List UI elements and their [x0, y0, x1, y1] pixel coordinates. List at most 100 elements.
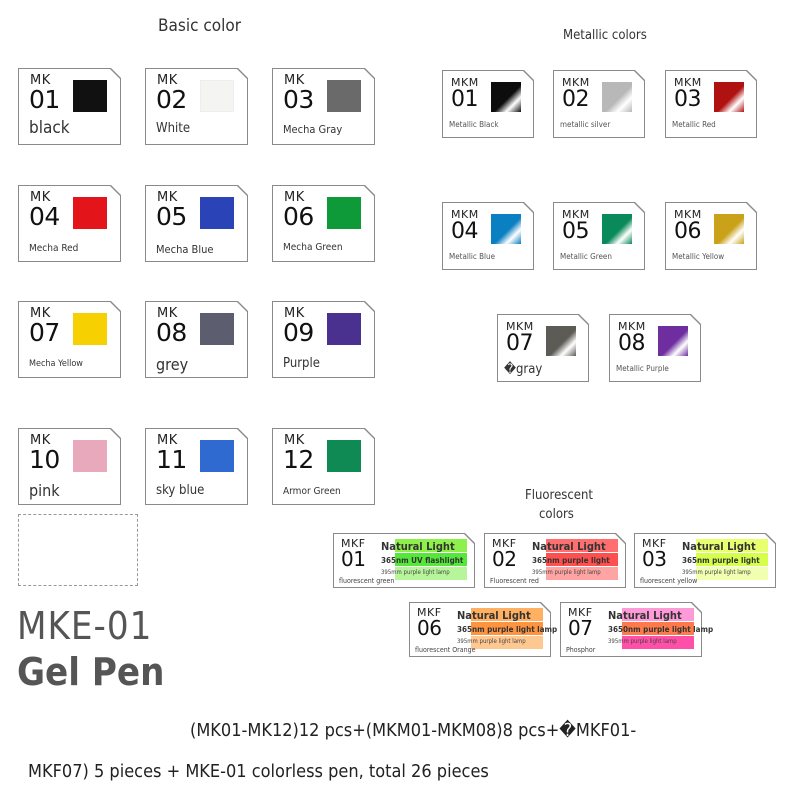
metallic-swatch-card: MKM 02 metallic silver — [553, 70, 645, 138]
swatch-name: Phosphor — [566, 646, 596, 654]
fluorescent-swatch-card: MKF 06 Natural Light 365nm purple light … — [409, 602, 557, 657]
swatch-code: MK — [157, 433, 178, 448]
swatch-code: MKF — [568, 606, 593, 619]
color-swatch — [327, 80, 361, 112]
color-band — [622, 622, 694, 635]
color-band — [395, 567, 467, 580]
swatch-number: 09 — [283, 318, 314, 347]
metallic-swatch-card: MKM 08 Metallic Purple — [609, 314, 701, 382]
swatch-label: Mecha Green — [283, 242, 343, 253]
swatch-name: fluorescent yellow — [640, 577, 698, 585]
swatch-number: 06 — [674, 219, 702, 244]
contents-summary-line2: MKF07) 5 pieces + MKE-01 colorless pen, … — [28, 761, 489, 782]
swatch-number: 12 — [283, 445, 314, 474]
swatch-number: 04 — [451, 219, 479, 244]
swatch-label: pink — [29, 481, 60, 500]
contents-summary-line1: (MK01-MK12)12 pcs+(MKM01-MKM08)8 pcs+�MK… — [190, 720, 637, 741]
swatch-number: 08 — [156, 318, 187, 347]
color-swatch — [491, 214, 521, 244]
swatch-code: MKM — [562, 76, 590, 89]
swatch-code: MKM — [618, 320, 646, 333]
color-swatch — [73, 313, 107, 345]
swatch-code: MK — [30, 433, 51, 448]
color-swatch — [714, 82, 744, 112]
swatch-number: 07 — [506, 331, 534, 356]
swatch-number: 05 — [562, 219, 590, 244]
swatch-code: MK — [157, 306, 178, 321]
swatch-label: Mecha Gray — [283, 123, 343, 136]
natural-light-label: Natural Light — [381, 540, 455, 553]
uv-395-label: 395mm purple light lamp — [682, 569, 751, 576]
basic-swatch-card: MK 09 Purple — [272, 301, 375, 378]
basic-swatch-card: MK 11 sky blue — [145, 428, 248, 505]
swatch-name: fluorescent green — [339, 577, 395, 585]
color-swatch — [327, 197, 361, 229]
swatch-code: MKF — [492, 537, 517, 550]
swatch-number: 03 — [642, 547, 667, 571]
basic-swatch-card: MK 12 Armor Green — [272, 428, 375, 505]
natural-light-label: Natural Light — [608, 609, 682, 622]
swatch-code: MK — [157, 190, 178, 205]
basic-swatch-card: MK 04 Mecha Red — [18, 185, 121, 262]
swatch-code: MK — [30, 306, 51, 321]
swatch-code: MKF — [642, 537, 667, 550]
swatch-label: Metallic Blue — [449, 252, 496, 261]
color-swatch — [327, 313, 361, 345]
color-band — [395, 539, 467, 552]
swatch-label: Metallic Black — [449, 120, 499, 129]
swatch-label: Metallic Purple — [616, 364, 669, 373]
swatch-code: MK — [284, 190, 305, 205]
uv-365-label: 365nm purple light — [682, 556, 760, 565]
color-swatch — [200, 440, 234, 472]
natural-light-label: Natural Light — [532, 540, 606, 553]
uv-365-label: 3650nm purple light lamp — [608, 625, 714, 634]
swatch-label: �gray — [504, 362, 543, 377]
uv-395-label: 395mm purple light lamp — [608, 638, 677, 645]
fluorescent-swatch-card: MKF 03 Natural Light 365nm purple light … — [634, 533, 776, 588]
swatch-code: MKM — [451, 76, 479, 89]
color-swatch — [73, 197, 107, 229]
swatch-code: MK — [30, 73, 51, 88]
swatch-code: MK — [284, 433, 305, 448]
uv-395-label: 395mm purple light lamp — [457, 638, 526, 645]
color-band — [696, 539, 768, 552]
color-band — [471, 608, 543, 621]
swatch-number: 08 — [618, 331, 646, 356]
color-band — [546, 539, 618, 552]
basic-swatch-card: MK 01 black — [18, 68, 121, 145]
swatch-code: MKF — [417, 606, 442, 619]
swatch-number: 01 — [451, 87, 479, 112]
swatch-label: Metallic Red — [672, 120, 716, 129]
swatch-number: 02 — [562, 87, 590, 112]
fluorescent-header-line2: colors — [539, 507, 574, 522]
uv-395-label: 395mm purple light lamp — [532, 569, 601, 576]
color-swatch — [602, 214, 632, 244]
swatch-label: grey — [156, 355, 189, 374]
swatch-code: MKM — [562, 208, 590, 221]
basic-swatch-card: MK 02 White — [145, 68, 248, 145]
color-swatch — [73, 440, 107, 472]
uv-365-label: 365nm purple light lamp — [457, 625, 558, 634]
swatch-code: MKM — [451, 208, 479, 221]
swatch-number: 04 — [29, 202, 60, 231]
swatch-label: Purple — [283, 356, 320, 371]
uv-365-label: 365nm purple light — [532, 556, 610, 565]
swatch-number: 11 — [156, 445, 187, 474]
swatch-code: MK — [284, 73, 305, 88]
swatch-number: 01 — [341, 547, 366, 571]
metallic-swatch-card: MKM 01 Metallic Black — [442, 70, 534, 138]
metallic-swatch-card: MKM 05 Metallic Green — [553, 202, 645, 270]
fluorescent-header-line1: Fluorescent — [525, 488, 593, 503]
fluorescent-swatch-card: MKF 07 Natural Light 3650nm purple light… — [560, 602, 713, 657]
swatch-number: 07 — [29, 318, 60, 347]
swatch-label: Mecha Blue — [156, 243, 214, 256]
color-band — [622, 608, 694, 621]
natural-light-label: Natural Light — [682, 540, 756, 553]
basic-swatch-card: MK 08 grey — [145, 301, 248, 378]
swatch-number: 02 — [156, 85, 187, 114]
color-swatch — [658, 326, 688, 356]
swatch-label: Armor Green — [283, 486, 341, 497]
swatch-label: Mecha Yellow — [29, 359, 83, 369]
basic-color-header: Basic color — [158, 16, 241, 36]
swatch-number: 03 — [674, 87, 702, 112]
